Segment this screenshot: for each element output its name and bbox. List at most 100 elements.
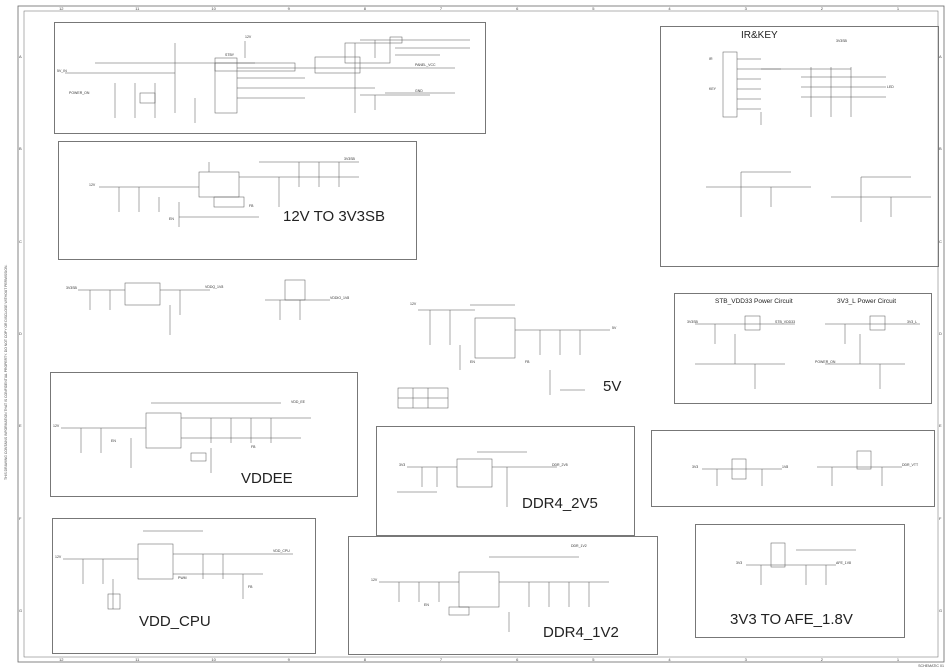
- ddr4-1v2-label-1: DDR_1V2: [571, 544, 587, 548]
- 12v-to-3v3sb-title: 12V TO 3V3SB: [283, 208, 386, 225]
- frame-marker: 3: [744, 6, 747, 11]
- frame-marker: A: [939, 54, 942, 60]
- block-ir-key: IR KEY LED 3V3SB IR&KEY: [660, 26, 939, 267]
- vdd-cpu-label-3: FB: [248, 585, 253, 589]
- frame-marker: D: [939, 331, 942, 336]
- block-3v3-to-afe: 3V3 AFE_1V8 3V3 TO AFE_1.8V: [695, 524, 905, 638]
- frame-marker: 10: [211, 6, 216, 11]
- 12v3v3sb-label-3: FB: [249, 204, 254, 208]
- vddee-label-2: EN: [111, 439, 116, 443]
- frame-marker: D: [19, 331, 22, 336]
- vdd-cpu-circuit: [63, 530, 293, 610]
- stb-vdd33-title: STB_VDD33 Power Circuit: [715, 298, 793, 305]
- frame-marker: 4: [668, 6, 671, 11]
- ddr4-2v5-label-0: 3V3: [399, 463, 406, 467]
- frame-marker: C: [19, 238, 22, 244]
- power-input-label-5: GND: [415, 89, 423, 93]
- frame-marker: 2: [820, 6, 823, 11]
- frame-marker: 11: [135, 6, 140, 11]
- block-stb-power: STB_VDD33 Power Circuit 3V3_L Power Circ…: [674, 293, 932, 404]
- block-vdd-cpu: 12V VDD_CPU PWM FB VDD_CPU: [52, 518, 316, 654]
- frame-marker: 8: [363, 657, 366, 662]
- frame-marker: E: [19, 423, 22, 429]
- ddr4-2v5-title: DDR4_2V5: [522, 495, 598, 512]
- ddr4-1v2-label-2: EN: [424, 603, 429, 607]
- frame-marker: 2: [820, 657, 823, 662]
- frame-marker: 3: [744, 657, 747, 662]
- vddq-label-0: 3V3SB: [66, 286, 77, 290]
- frame-marker: 10: [211, 657, 216, 662]
- ir-key-title: IR&KEY: [741, 30, 778, 41]
- 5v-label-3: FB: [525, 360, 530, 364]
- vddee-circuit: [61, 402, 311, 473]
- frame-marker: 11: [135, 657, 140, 662]
- vddq-label-2: VDDIO_1V8: [330, 296, 350, 300]
- frame-marker: G: [939, 607, 943, 613]
- vdd-cpu-label-1: VDD_CPU: [273, 549, 290, 553]
- vddee-label-0: 12V: [53, 424, 60, 428]
- ddr4-2v5-label-1: DDR_2V5: [552, 463, 568, 467]
- ddr4-1v2-label-0: 12V: [371, 578, 378, 582]
- 5v-label-2: EN: [470, 360, 475, 364]
- stb-power-label-1: STB_VDD33: [775, 320, 796, 324]
- frame-marker: B: [19, 146, 22, 152]
- power-input-label-4: PANEL_VCC: [415, 63, 436, 67]
- frame-marker: 8: [363, 6, 366, 11]
- frame-marker: 9: [287, 6, 290, 11]
- frame-marker: F: [939, 515, 942, 521]
- frame-marker: 6: [516, 6, 519, 11]
- power-input-label-2: STBY: [225, 53, 235, 57]
- ir-key-circuit: [706, 51, 931, 222]
- frame-marker: 5: [592, 657, 595, 662]
- ddr4-2v5-circuit: [397, 451, 557, 507]
- frame-marker: 9: [287, 657, 290, 662]
- ir-key-label-1: KEY: [709, 87, 717, 91]
- vddq-label-1: VDDQ_1V8: [205, 285, 224, 289]
- frame-marker: 12: [59, 6, 64, 11]
- afe-circuit: [746, 542, 856, 585]
- frame-marker: A: [19, 54, 22, 60]
- power-input-label-1: POWER_ON: [69, 91, 90, 95]
- block-ddr4-1v2: 12V DDR_1V2 EN DDR4_1V2: [348, 536, 658, 655]
- afe-label-1: AFE_1V8: [836, 561, 851, 565]
- stb-power-circuit: [695, 315, 920, 389]
- drawing-number: SCHEMATIC 01: [918, 664, 944, 668]
- 5v-label-1: 5V: [612, 326, 617, 330]
- ddr4-1v2-circuit: [379, 556, 609, 632]
- afe-title: 3V3 TO AFE_1.8V: [730, 611, 853, 628]
- vdd-cpu-label-0: 12V: [55, 555, 62, 559]
- vdd-cpu-label-2: PWM: [178, 576, 187, 580]
- frame-marker: 1: [896, 6, 900, 11]
- block-ldo-small: 3V3 1V8 DDR_VTT: [651, 430, 935, 507]
- frame-marker: G: [19, 607, 23, 613]
- frame-marker: 6: [516, 657, 519, 662]
- block-12v-to-3v3sb: 12V 3V3SB EN FB 12V TO 3V3SB: [58, 141, 417, 260]
- block-power-input: 5V_IN POWER_ON STBY 12V PANEL_VCC GND: [54, 22, 486, 134]
- 3v3-l-title: 3V3_L Power Circuit: [837, 298, 897, 305]
- vddee-label-3: FB: [251, 445, 256, 449]
- ldo-small-label-2: DDR_VTT: [902, 463, 919, 467]
- block-ddr4-2v5: 3V3 DDR_2V5 DDR4_2V5: [376, 426, 635, 536]
- vdd-cpu-title: VDD_CPU: [139, 613, 211, 630]
- ddr4-1v2-title: DDR4_1V2: [543, 624, 619, 641]
- ir-key-label-2: LED: [887, 85, 894, 89]
- ir-key-label-3: 3V3SB: [836, 39, 847, 43]
- stb-power-label-3: POWER_ON: [815, 360, 836, 364]
- 12v3v3sb-label-1: 3V3SB: [344, 157, 355, 161]
- frame-marker: E: [939, 423, 942, 429]
- 5v-title: 5V: [603, 378, 622, 395]
- ldo-small-circuit: [702, 450, 902, 486]
- frame-marker: 1: [896, 657, 900, 662]
- frame-marker: 7: [439, 657, 443, 662]
- frame-marker: 4: [668, 657, 671, 662]
- 12v-to-3v3sb-circuit: [99, 161, 359, 227]
- frame-marker: F: [19, 515, 22, 521]
- frame-marker: 12: [59, 657, 64, 662]
- stb-power-label-2: 3V3_L: [907, 320, 918, 324]
- power-input-label-0: 5V_IN: [57, 69, 67, 73]
- vddee-label-1: VDD_EE: [291, 400, 306, 404]
- afe-label-0: 3V3: [736, 561, 743, 565]
- block-vddee: 12V VDD_EE EN FB VDDEE: [50, 372, 358, 497]
- power-input-circuit: [65, 41, 455, 123]
